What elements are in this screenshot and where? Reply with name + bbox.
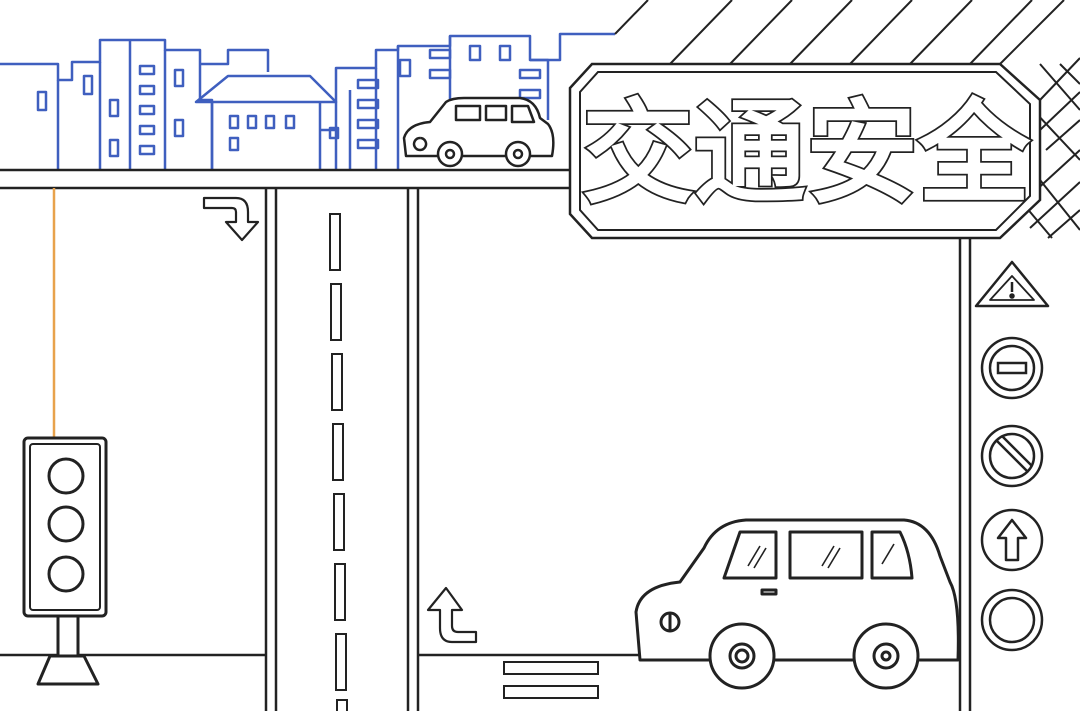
turn-right-arrow-icon [202,196,260,242]
city-skyline [0,32,615,170]
blank-circle-sign-icon [980,588,1044,652]
traffic-lamp-top [47,457,85,495]
small-car-illustration [402,96,555,168]
center-lane-dashes [329,213,348,711]
turn-left-arrow-icon [426,586,478,644]
road-lines [0,188,972,711]
crosswalk-bars [503,661,599,699]
traffic-lamp-middle [47,505,85,543]
big-car-illustration [634,518,960,690]
warning-triangle-icon [974,260,1050,308]
traffic-light [22,436,108,686]
no-entry-icon [980,336,1044,400]
title-sign-board: 交通安全 [568,62,1042,240]
top-road-line [0,168,572,190]
straight-ahead-arrow-icon [980,508,1044,572]
no-parking-icon [980,424,1044,488]
traffic-lamp-bottom [47,555,85,593]
poster-title: 交通安全 [582,89,1031,219]
